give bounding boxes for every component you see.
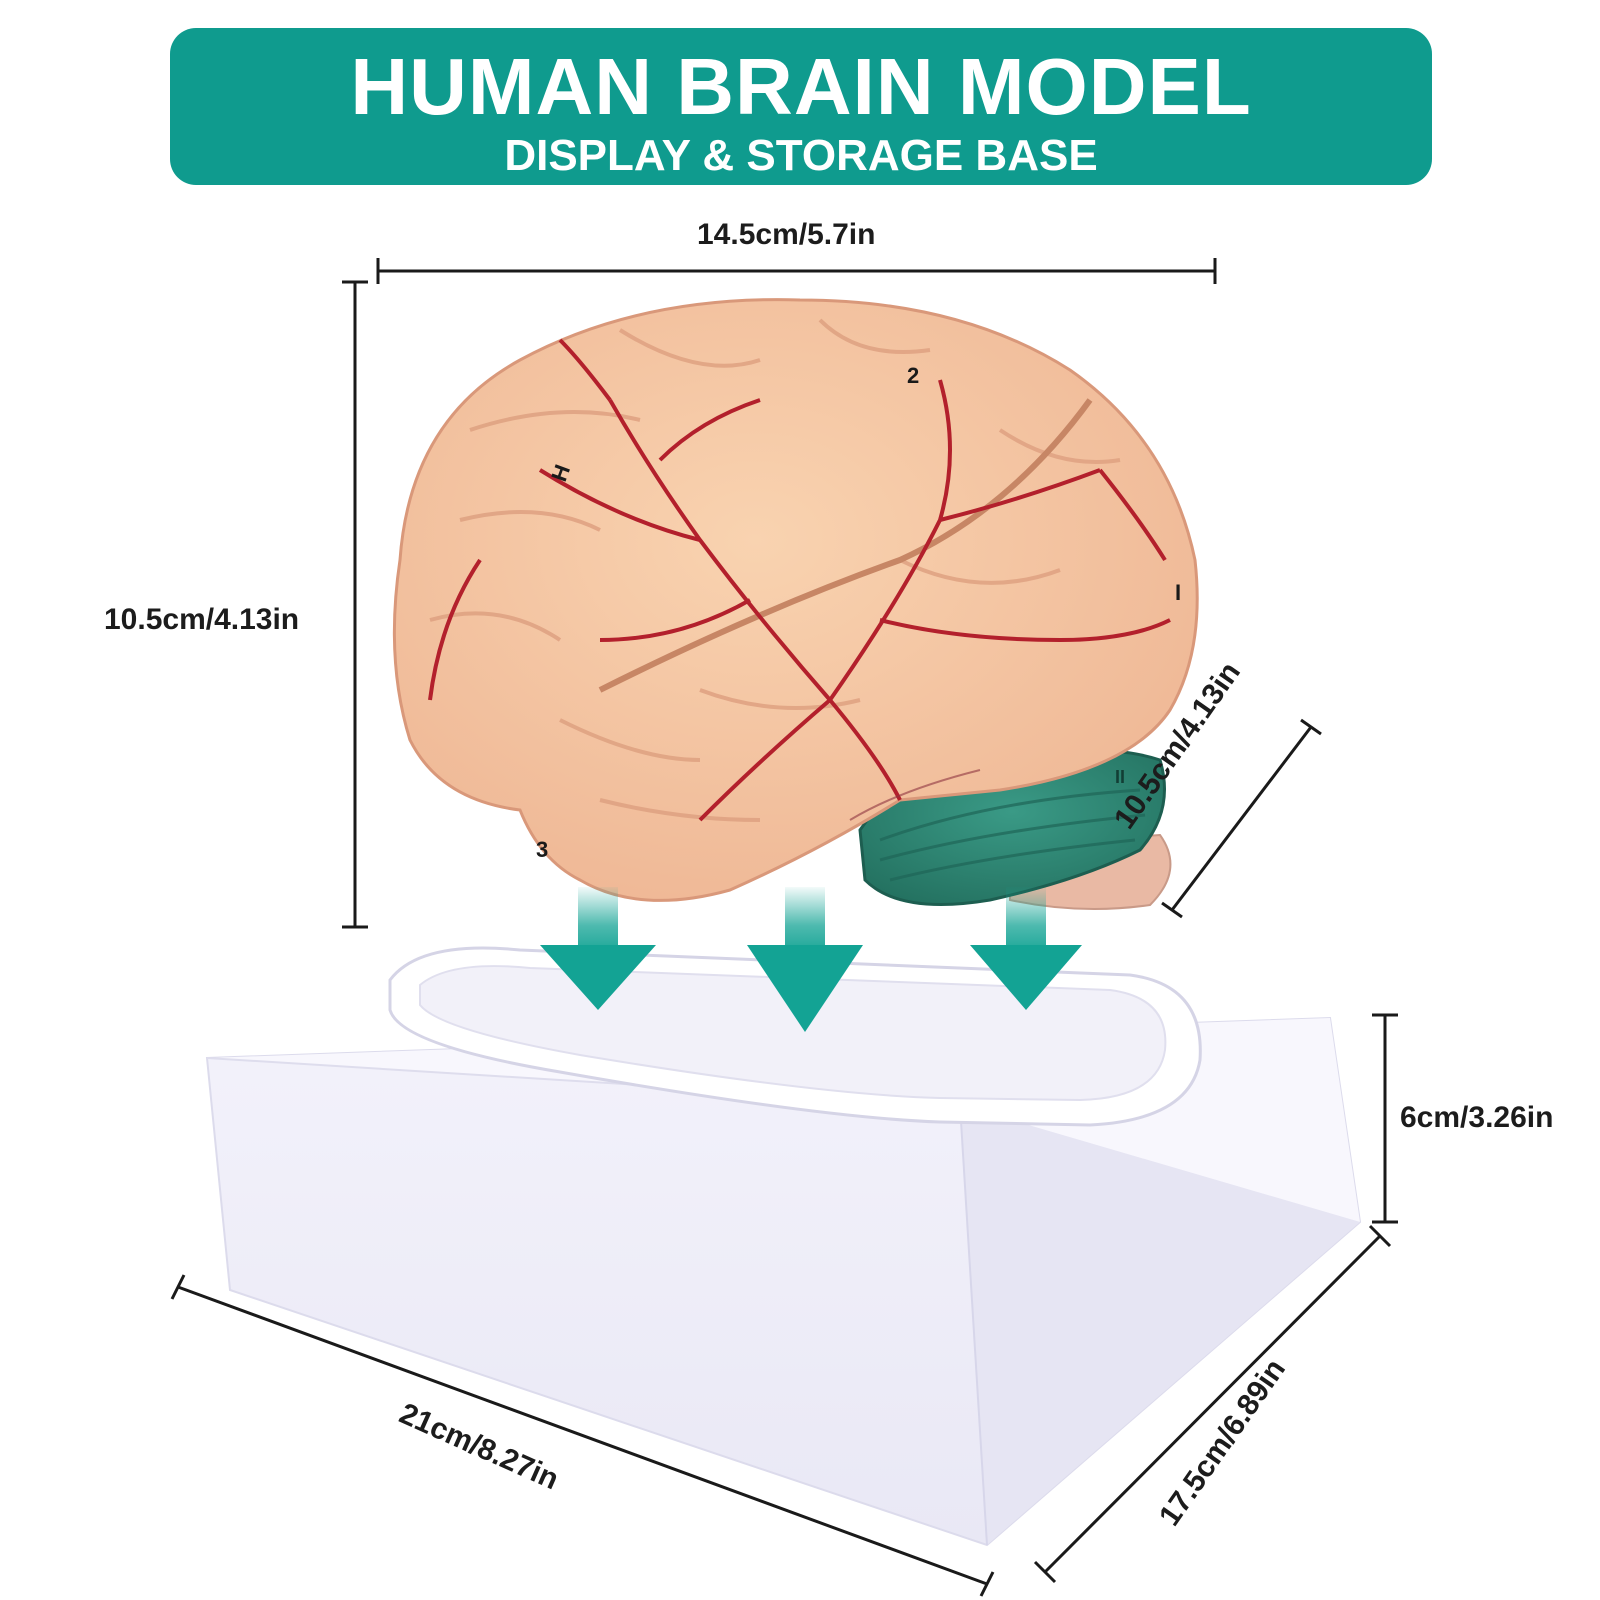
dimension-line-base-width bbox=[170, 1274, 995, 1597]
arrow-down-icon bbox=[747, 887, 863, 1032]
lateral-sulcus bbox=[598, 398, 1093, 693]
placement-arrows bbox=[540, 887, 1082, 1032]
marker-i: I bbox=[1175, 580, 1181, 605]
label-brain-height: 10.5cm/4.13in bbox=[104, 603, 300, 636]
banner-subtitle: DISPLAY & STORAGE BASE bbox=[504, 131, 1098, 180]
dimension-line-brain-depth bbox=[1161, 718, 1322, 919]
label-brain-width: 14.5cm/5.7in bbox=[697, 218, 876, 251]
dimension-line-brain-width bbox=[376, 258, 1217, 284]
arrow-down-icon bbox=[540, 887, 656, 1010]
marker-3: 3 bbox=[536, 837, 548, 862]
title-banner: HUMAN BRAIN MODEL DISPLAY & STORAGE BASE bbox=[170, 28, 1432, 185]
arrow-down-icon bbox=[970, 887, 1082, 1010]
marker-ii: II bbox=[1115, 767, 1125, 787]
cerebral-arteries bbox=[428, 338, 1171, 822]
banner-title: HUMAN BRAIN MODEL bbox=[350, 42, 1252, 131]
brain-model: 2 H I II 3 bbox=[392, 298, 1199, 910]
dimension-line-base-height bbox=[1372, 1013, 1398, 1224]
dimension-line-brain-height bbox=[342, 280, 368, 929]
storage-base bbox=[205, 946, 1362, 1547]
brain-part-markers: 2 H I II 3 bbox=[536, 363, 1181, 862]
marker-2: 2 bbox=[907, 363, 919, 388]
label-base-height: 6cm/3.26in bbox=[1400, 1101, 1554, 1134]
dimension-line-base-depth bbox=[1033, 1224, 1392, 1584]
